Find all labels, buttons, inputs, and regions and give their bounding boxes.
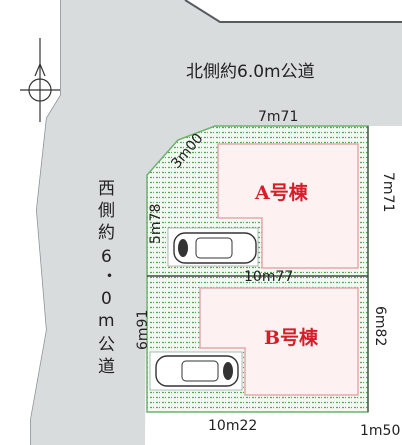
dimension-east-upper: 7m71 bbox=[380, 172, 396, 212]
lot-a-label: A号棟 bbox=[254, 181, 309, 204]
dimension-west-upper: 5m78 bbox=[148, 204, 164, 244]
west-road-char: 側 bbox=[98, 201, 115, 221]
dimension-west-lower: 6m91 bbox=[135, 310, 151, 350]
west-road-char: ・ bbox=[101, 267, 118, 287]
building-a bbox=[217, 143, 359, 269]
north-road-top-edge bbox=[184, 0, 402, 23]
north-road bbox=[30, 0, 402, 445]
car-icon-b bbox=[155, 355, 239, 387]
car-icon-a bbox=[173, 232, 257, 264]
west-road-char: 約 bbox=[98, 223, 115, 243]
dimension-top: 7m71 bbox=[258, 109, 298, 125]
west-road-char: 6 bbox=[101, 247, 112, 267]
dimension-corner-lower-right: 1m50 bbox=[360, 423, 400, 439]
dimension-middle: 10m77 bbox=[244, 269, 293, 285]
north-arrow-icon bbox=[20, 38, 60, 122]
west-road-char: 西 bbox=[98, 179, 115, 199]
west-road-label: 西 側 約 6 ・ 0 m 公 道 bbox=[98, 179, 118, 377]
west-road-edge-fill bbox=[0, 0, 60, 445]
west-road-char: m bbox=[98, 311, 115, 331]
west-road-char: 公 bbox=[98, 335, 115, 355]
north-road-label: 北側約6.0m公道 bbox=[186, 62, 315, 82]
west-road-char: 0 bbox=[101, 289, 112, 309]
lot-b-label: B号棟 bbox=[264, 326, 319, 349]
dimension-east-lower: 6m82 bbox=[372, 306, 388, 346]
building-b bbox=[199, 287, 359, 396]
west-road-char: 道 bbox=[98, 357, 115, 377]
dimension-bottom: 10m22 bbox=[208, 418, 257, 434]
